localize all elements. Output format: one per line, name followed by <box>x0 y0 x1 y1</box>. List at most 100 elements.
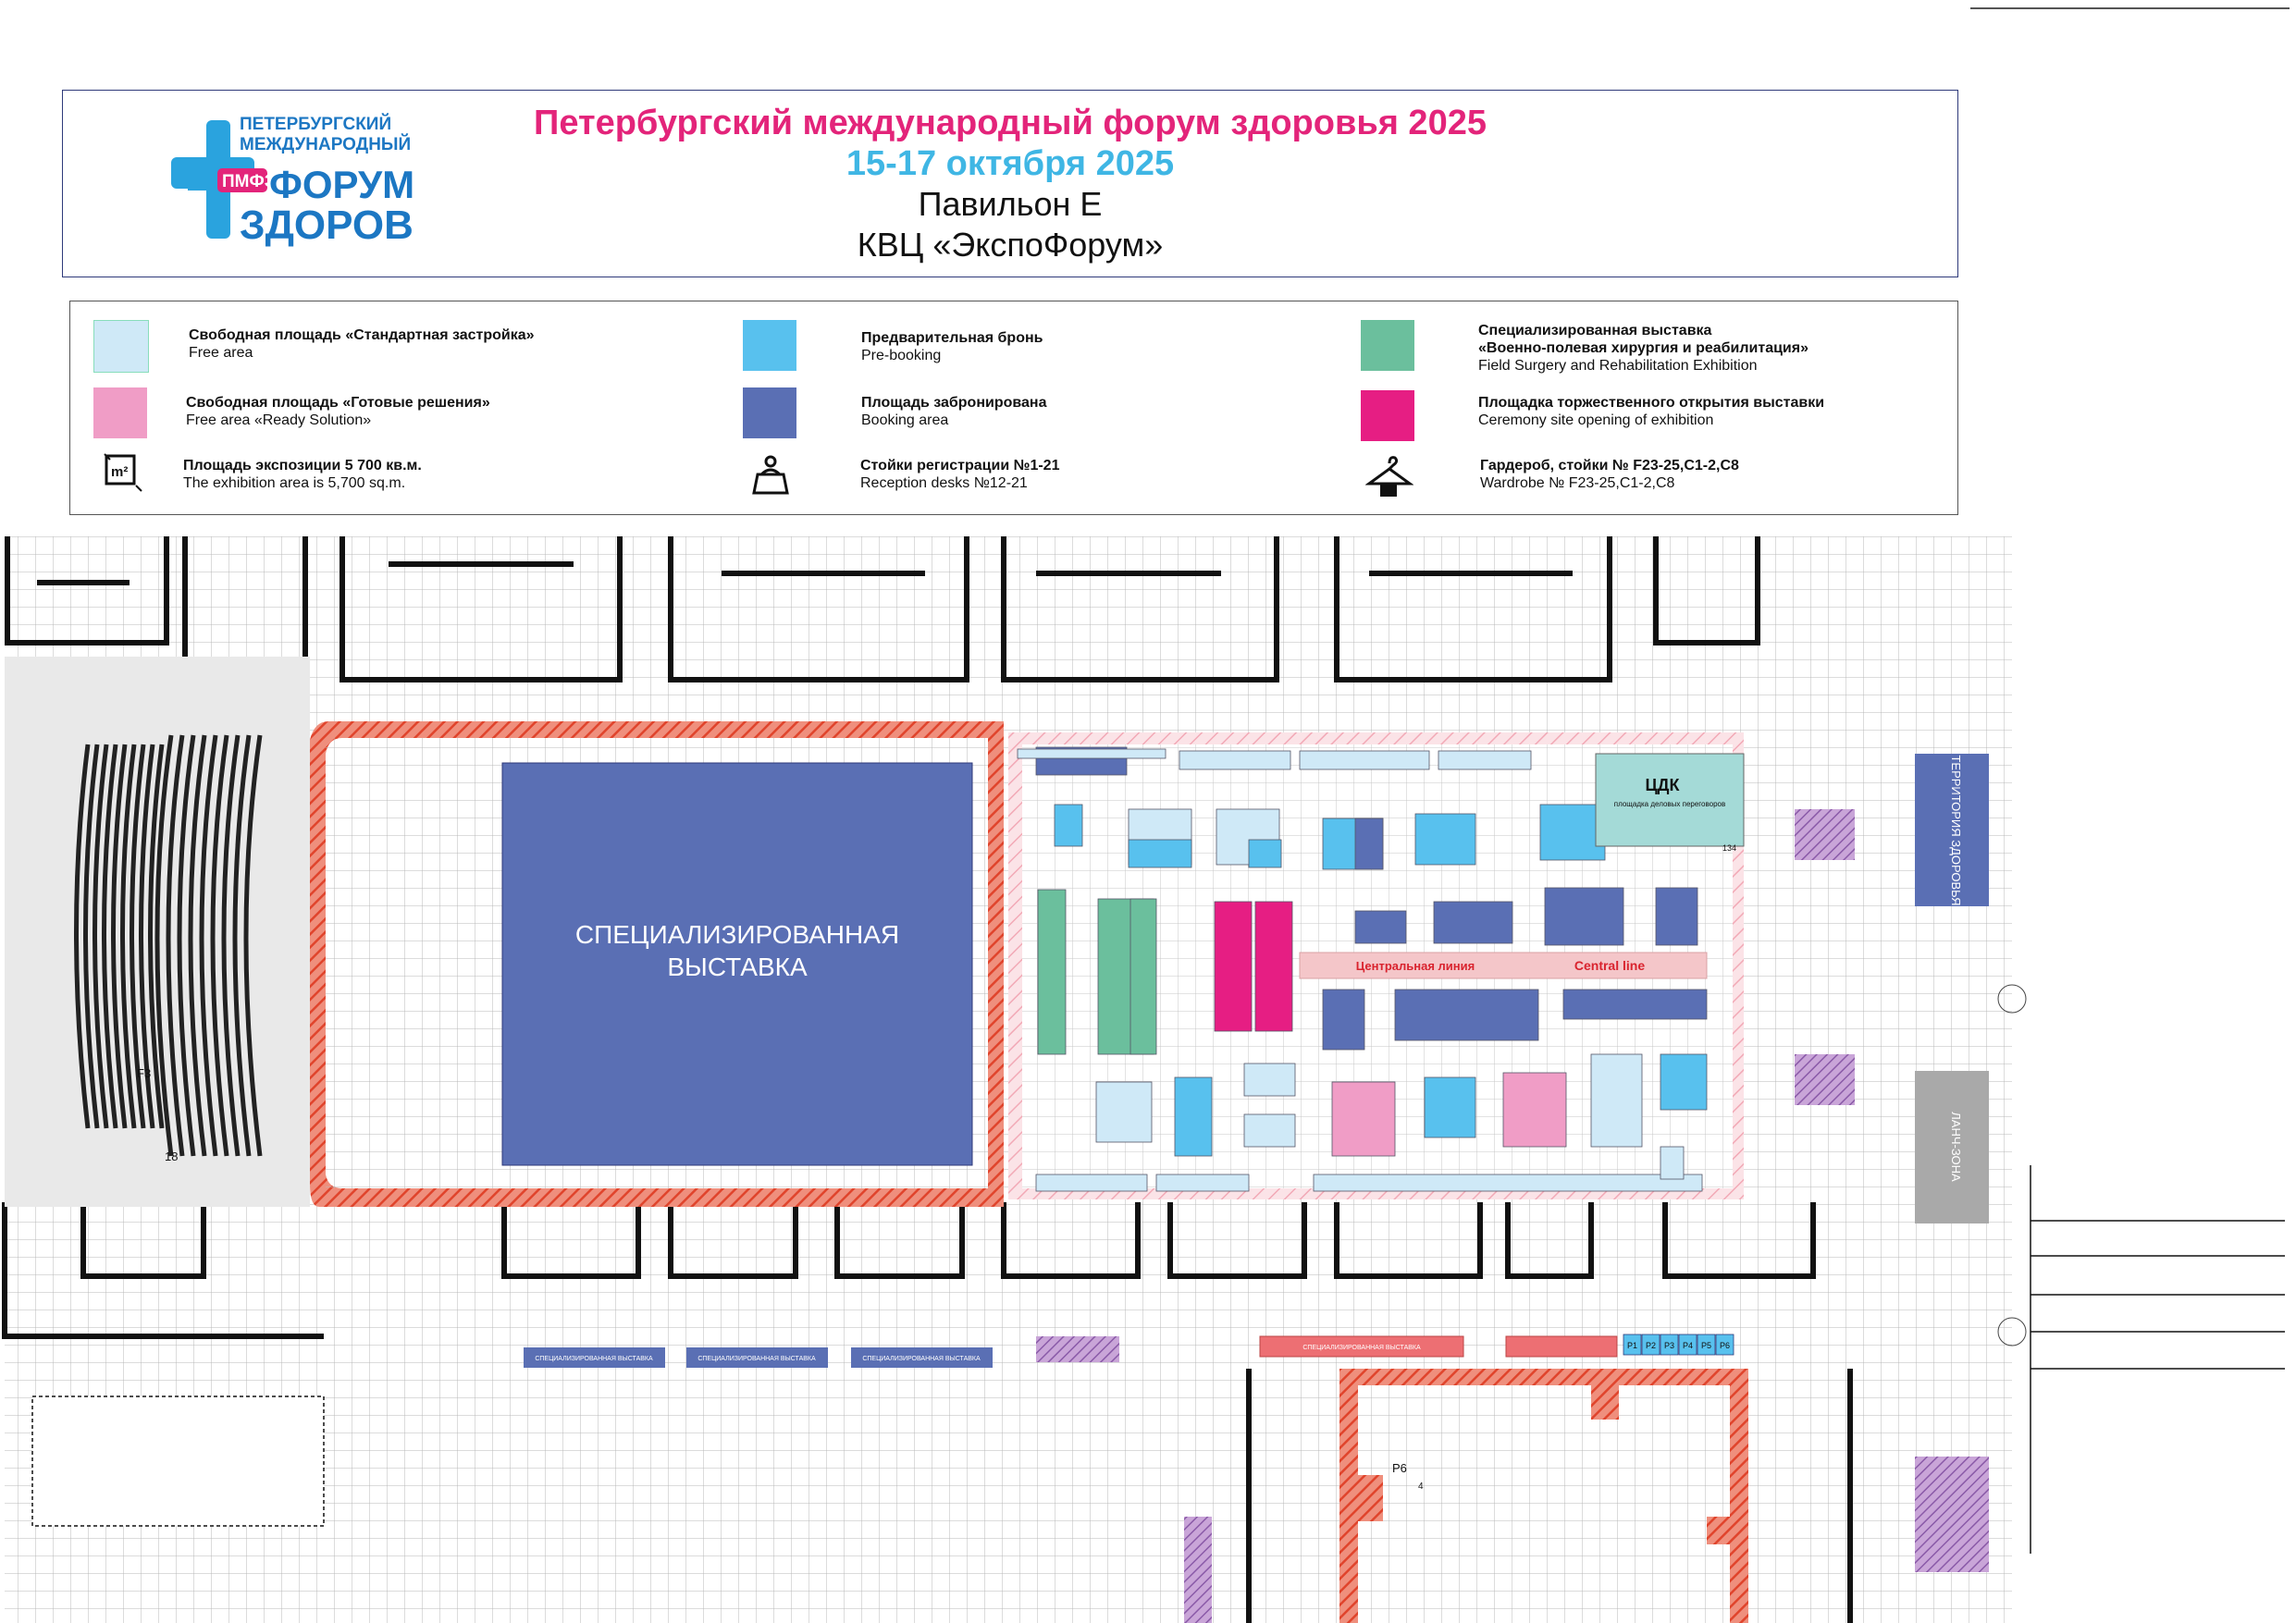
legend-area: Площадь экспозиции 5 700 кв.м.The exhibi… <box>183 458 422 491</box>
booth-label: P2 <box>1646 1341 1656 1350</box>
hanger-icon <box>1365 456 1413 497</box>
cdk-sub: площадка деловых переговоров <box>1614 800 1726 808</box>
loading-area <box>31 1396 325 1527</box>
booth-ready[interactable] <box>1502 1072 1567 1148</box>
booth-booked[interactable] <box>1354 910 1407 944</box>
floor-plan: F3 18 СПЕЦИАЛИЗИРОВАННАЯ ВЫСТАВКА ЦДК пл… <box>2 536 2285 1623</box>
seat-row <box>154 734 174 1157</box>
north-rooms <box>5 536 1760 682</box>
seat-row <box>177 734 196 1157</box>
booth-p4[interactable] <box>1678 1334 1697 1356</box>
booth-p6[interactable] <box>1715 1334 1734 1356</box>
street-lines <box>2030 1165 2285 1554</box>
seat-row <box>74 744 91 1129</box>
seat-row <box>188 734 207 1157</box>
booth-booked[interactable] <box>1394 989 1539 1041</box>
booth-prebooking[interactable] <box>1248 839 1282 868</box>
legend-ready: Свободная площадь «Готовые решения»Free … <box>186 395 490 428</box>
booth-label: P6 <box>1720 1341 1730 1350</box>
booth-ceremony[interactable] <box>1214 901 1253 1032</box>
booth-standard[interactable] <box>1035 1174 1148 1192</box>
main-zone-line2: ВЫСТАВКА <box>667 953 808 981</box>
legend-ceremony: Площадка торжественного открытия выставк… <box>1478 395 1825 428</box>
venue-name: КВЦ «ЭкспоФорум» <box>857 226 1164 264</box>
logo-line4: ЗДОРОВЬЯ <box>240 203 414 248</box>
booth-military[interactable] <box>1129 898 1157 1055</box>
booth-standard[interactable] <box>1438 750 1532 770</box>
booth-military[interactable] <box>1037 889 1067 1055</box>
cdk-zone[interactable] <box>1595 753 1745 847</box>
seat-row <box>130 744 146 1129</box>
booth-prebooking[interactable] <box>1128 839 1192 868</box>
booth-label: P1 <box>1627 1341 1637 1350</box>
banner-label: СПЕЦИАЛИЗИРОВАННАЯ ВЫСТАВКА <box>862 1356 981 1362</box>
booth-label: P4 <box>1683 1341 1693 1350</box>
seat-label-18: 18 <box>165 1150 178 1163</box>
legend-swatch-booked <box>743 387 796 438</box>
banner-label: СПЕЦИАЛИЗИРОВАННАЯ ВЫСТАВКА <box>697 1356 816 1362</box>
booth-booked[interactable] <box>1544 887 1624 946</box>
legend: Свободная площадь «Стандартная застройка… <box>69 301 1958 515</box>
legend-swatch-prebooking <box>743 320 796 371</box>
booth-standard[interactable] <box>1590 1053 1643 1148</box>
seat-row <box>148 744 165 1129</box>
pavilion-name: Павильон Е <box>918 185 1103 223</box>
hall-p6-label: P6 <box>1392 1461 1407 1475</box>
booth-standard[interactable] <box>1299 750 1430 770</box>
booth-label: P5 <box>1701 1341 1711 1350</box>
booth-ceremony[interactable] <box>1254 901 1293 1032</box>
reception-desk-icon <box>752 455 789 495</box>
booth-booked[interactable] <box>1655 887 1698 946</box>
booth-p3[interactable] <box>1660 1334 1679 1356</box>
logo-line2: МЕЖДУНАРОДНЫЙ <box>240 134 411 154</box>
booth-standard[interactable] <box>1095 1081 1153 1143</box>
bottom-banners: СПЕЦИАЛИЗИРОВАННАЯ ВЫСТАВКА СПЕЦИАЛИЗИРО… <box>524 1335 1618 1368</box>
booth-standard[interactable] <box>1017 748 1167 759</box>
legend-swatch-military <box>1361 320 1414 371</box>
gate-icon <box>1997 1317 2027 1346</box>
booth-standard[interactable] <box>1243 1113 1296 1148</box>
booth-p5[interactable] <box>1697 1334 1716 1356</box>
forum-logo: ПЕТЕРБУРГСКИЙ МЕЖДУНАРОДНЫЙ ПМФЗ ФОРУМ З… <box>171 114 414 248</box>
booth-prebooking[interactable] <box>1660 1053 1708 1111</box>
booth-standard[interactable] <box>1243 1063 1296 1097</box>
purple-zone <box>1795 1054 1855 1105</box>
booth-prebooking[interactable] <box>1414 813 1476 866</box>
territory-zone[interactable] <box>1915 754 1989 906</box>
legend-swatch-ready <box>93 387 147 438</box>
booth-standard[interactable] <box>1660 1146 1685 1180</box>
cdk-title: ЦДК <box>1646 776 1681 794</box>
lunch-zone[interactable] <box>1915 1071 1989 1223</box>
booth-ready[interactable] <box>1331 1081 1396 1157</box>
seat-row <box>83 744 100 1129</box>
hall-p6-num: 4 <box>1418 1482 1424 1492</box>
south-rooms <box>2 1202 1853 1623</box>
booth-prebooking[interactable] <box>1054 804 1083 847</box>
booth-p2[interactable] <box>1641 1334 1660 1356</box>
booth-booked[interactable] <box>1354 818 1384 870</box>
seat-row <box>93 744 109 1129</box>
booth-booked[interactable] <box>1322 989 1365 1051</box>
central-line <box>1299 952 1708 979</box>
booth-standard[interactable] <box>1313 1174 1703 1192</box>
banner-label: СПЕЦИАЛИЗИРОВАННАЯ ВЫСТАВКА <box>535 1356 653 1362</box>
forum-title: Петербургский международный форум здоров… <box>534 104 1487 142</box>
booth-prebooking[interactable] <box>1424 1076 1476 1138</box>
logo-badge: ПМФЗ <box>222 172 276 191</box>
seat-row <box>210 734 229 1157</box>
booth-prebooking[interactable] <box>1539 804 1606 861</box>
booth-booked[interactable] <box>1433 901 1513 944</box>
main-exhibition-zone <box>501 762 973 1166</box>
booth-booked[interactable] <box>1562 989 1708 1020</box>
booth-standard[interactable] <box>1179 750 1291 770</box>
territory-label: ТЕРРИТОРИЯ ЗДОРОВЬЯ <box>1949 755 1963 905</box>
amphitheater-seating: F3 18 <box>5 657 310 1207</box>
seat-row <box>166 734 185 1157</box>
booth-prebooking[interactable] <box>1174 1076 1213 1157</box>
booth-standard[interactable] <box>1155 1174 1250 1192</box>
purple-zone <box>1184 1517 1212 1623</box>
booth-p1[interactable] <box>1623 1334 1642 1356</box>
